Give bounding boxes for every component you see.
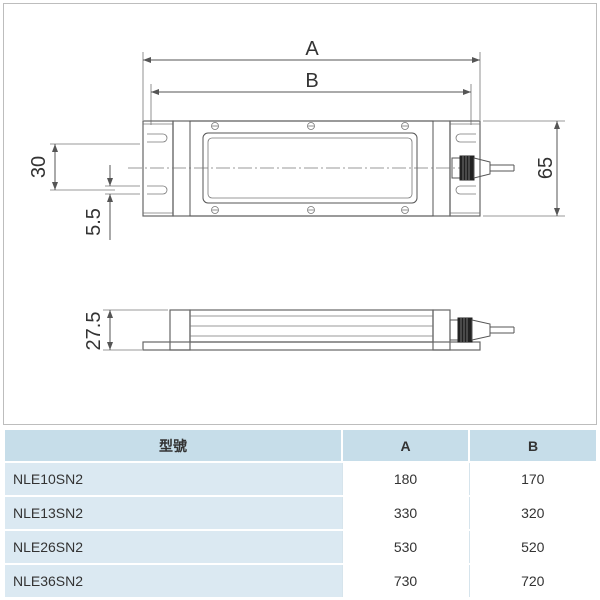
dim-label-b: B — [305, 70, 318, 92]
dim-label-65: 65 — [535, 157, 557, 179]
side-cable-gland-icon — [449, 317, 515, 343]
table-header-row: 型號 A B — [5, 430, 596, 463]
table-row: NLE36SN2 730 720 — [5, 564, 596, 599]
header-model: 型號 — [5, 430, 343, 463]
model-cell: NLE10SN2 — [5, 462, 342, 497]
drawing-frame — [3, 3, 597, 425]
value-a-cell: 530 — [341, 530, 469, 565]
top-view: A B — [28, 38, 565, 240]
table-row: NLE10SN2 180 170 — [5, 462, 596, 497]
screw-icons — [211, 122, 409, 214]
dim-label-30: 30 — [28, 156, 50, 178]
side-view: 27.5 — [83, 309, 515, 351]
value-a-cell: 330 — [341, 496, 469, 531]
value-b-cell: 720 — [468, 564, 596, 599]
cable-gland-icon — [451, 155, 515, 181]
value-a-cell: 180 — [341, 462, 469, 497]
value-b-cell: 520 — [468, 530, 596, 565]
value-a-cell: 730 — [341, 564, 469, 599]
model-cell: NLE13SN2 — [5, 496, 342, 531]
model-cell: NLE36SN2 — [5, 564, 342, 599]
dim-label-5-5: 5.5 — [83, 208, 105, 236]
value-b-cell: 170 — [468, 462, 596, 497]
dim-label-a: A — [305, 38, 319, 60]
table-row: NLE13SN2 330 320 — [5, 496, 596, 531]
table-row: NLE26SN2 530 520 — [5, 530, 596, 565]
value-b-cell: 320 — [468, 496, 596, 531]
spec-table: 型號 A B NLE10SN2 180 170 NLE13SN2 330 320… — [5, 430, 596, 599]
header-a: A — [342, 430, 470, 463]
dimension-drawing: A B — [28, 38, 565, 351]
header-b: B — [469, 430, 596, 463]
model-cell: NLE26SN2 — [5, 530, 342, 565]
dim-label-27-5: 27.5 — [83, 312, 105, 351]
